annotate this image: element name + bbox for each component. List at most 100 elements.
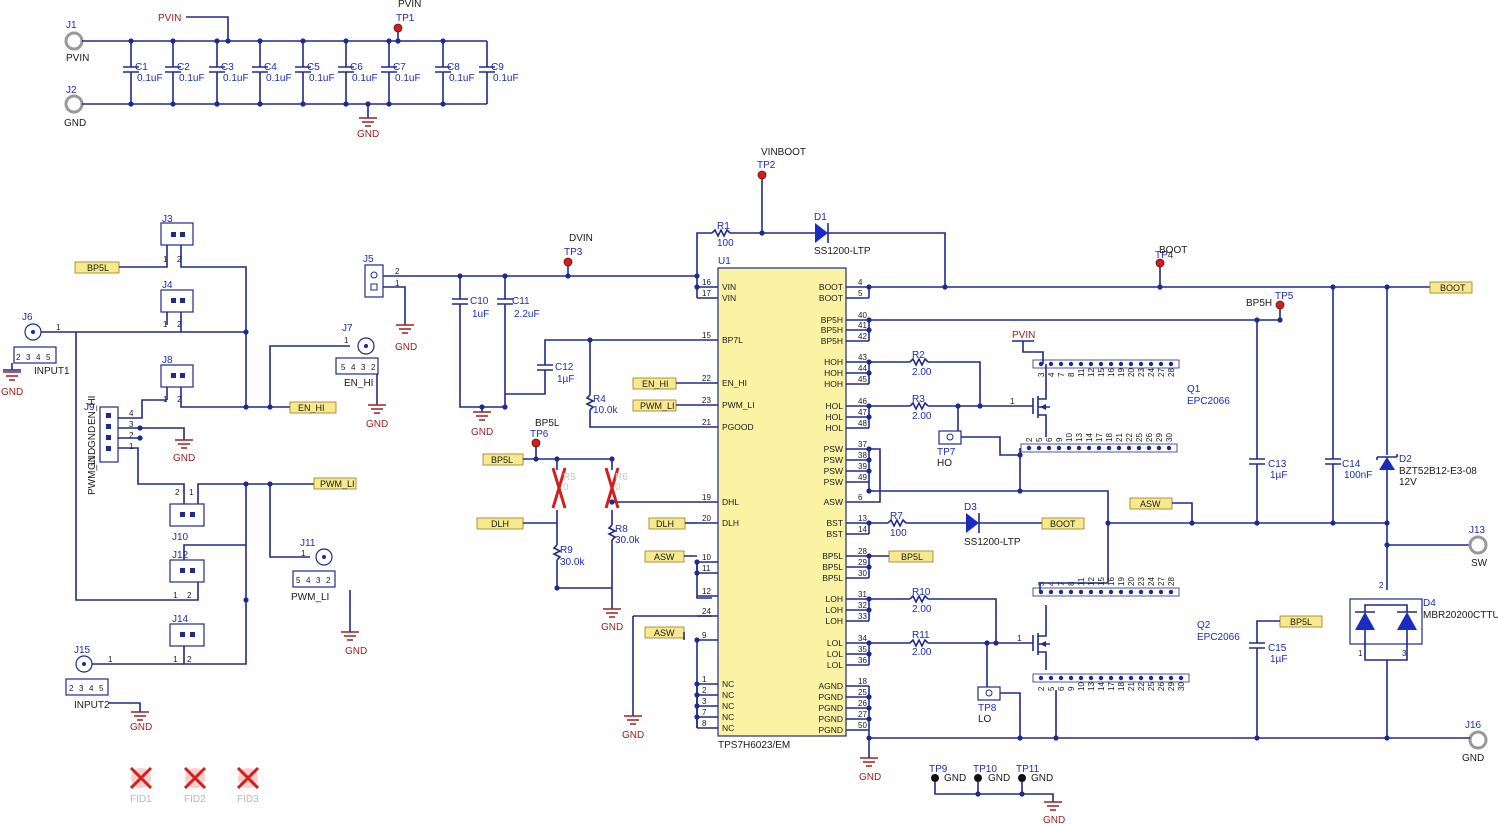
boot-flag-right — [1429, 281, 1473, 294]
pin-number: 42 — [858, 332, 867, 341]
pin-num: 23 — [1137, 577, 1146, 586]
junction-dot — [866, 520, 872, 526]
boot-flag-right-text: BOOT — [1440, 283, 1466, 293]
tp9-point[interactable] — [931, 774, 939, 782]
c13-ref: C13 — [1268, 459, 1287, 470]
tp10-point[interactable] — [974, 774, 982, 782]
j6-pin5: 5 — [46, 353, 51, 362]
junction-dot — [243, 481, 249, 487]
j5-gnd-symbol — [396, 324, 414, 334]
j3-header[interactable] — [160, 222, 194, 246]
pin-num: 27 — [1157, 368, 1166, 377]
j9-label-en-hi: EN_HI — [87, 396, 98, 425]
driver-ic-section: J5 2 1 GND C10 1uF C11 2.2uF GND TP3 DVI… — [363, 147, 946, 783]
j10-header[interactable] — [169, 503, 205, 527]
tp7-point[interactable] — [938, 430, 962, 445]
pin-num: 25 — [1135, 433, 1144, 442]
j9-pin2: 2 — [129, 431, 134, 440]
pin-num: 20 — [1127, 368, 1136, 377]
j5-header[interactable] — [364, 264, 384, 298]
j11-pin4: 4 — [306, 576, 311, 585]
j6-ref: J6 — [22, 312, 33, 323]
pin-name: BP5H — [821, 336, 843, 346]
pin-dot — [1078, 589, 1084, 595]
fiducial-fid1: FID1 — [129, 766, 152, 805]
pin-name: PSW — [824, 466, 843, 476]
j1-terminal[interactable] — [64, 31, 84, 51]
pin-name: VIN — [722, 293, 736, 303]
j13-terminal[interactable] — [1468, 535, 1488, 555]
pin-num: 24 — [1147, 368, 1156, 377]
junction-dot — [942, 284, 948, 290]
pin-number: 5 — [858, 289, 863, 298]
j12-header[interactable] — [169, 559, 205, 583]
r7-value: 100 — [890, 528, 907, 539]
junction-dot — [866, 403, 872, 409]
pin-name: BP7L — [722, 335, 743, 345]
j2-terminal[interactable] — [64, 94, 84, 114]
pin-number: 30 — [858, 569, 867, 578]
tp3-point[interactable] — [563, 257, 573, 267]
junction-dot — [1330, 284, 1336, 290]
pin-dot — [1088, 361, 1094, 367]
pin-number: 47 — [858, 408, 867, 417]
pin-number: 28 — [858, 547, 867, 556]
tp11-point[interactable] — [1018, 774, 1026, 782]
capacitor-c6: C60.1uF — [338, 41, 378, 104]
tp9-ref: TP9 — [929, 764, 948, 775]
j9-header[interactable] — [99, 406, 119, 463]
j14-header[interactable] — [169, 623, 205, 647]
j5-gnd-label: GND — [395, 342, 417, 353]
junction-dot — [866, 553, 872, 559]
u1-right-pins: 4BOOT5BOOT40BP5H41BP5H42BP5H43HOH44HOH45… — [818, 278, 870, 738]
cap-ref: C3 — [221, 62, 234, 73]
tp3-ref: TP3 — [564, 247, 583, 258]
j16-terminal[interactable] — [1468, 730, 1488, 750]
junction-dot — [694, 681, 700, 687]
pin-num: 30 — [1177, 682, 1186, 691]
tp5-point[interactable] — [1275, 300, 1285, 310]
pin-dot — [1108, 675, 1114, 681]
pin-dot — [1166, 445, 1172, 451]
q2-ref: Q2 — [1197, 620, 1211, 631]
junction-dot — [866, 735, 872, 741]
pin-name: VIN — [722, 282, 736, 292]
j1-ref: J1 — [66, 20, 77, 31]
pvin-flag-wire — [186, 16, 229, 41]
j5-pin1: 1 — [395, 279, 400, 288]
r10-value: 2.00 — [912, 604, 932, 615]
r5-value: 0 — [563, 482, 569, 493]
j4-header[interactable] — [160, 289, 194, 313]
j16-ref: J16 — [1465, 720, 1482, 731]
tp11-ref: TP11 — [1016, 764, 1040, 775]
j8-header[interactable] — [160, 364, 194, 388]
pin-dot — [1126, 445, 1132, 451]
j6-gnd-wire — [3, 363, 21, 371]
d4-wires — [1355, 604, 1417, 738]
j8-ref: J8 — [162, 355, 173, 366]
tp1-point[interactable] — [393, 23, 403, 33]
tp2-point[interactable] — [757, 170, 767, 180]
tp8-point[interactable] — [977, 686, 1001, 701]
junction-dot — [365, 101, 371, 107]
capacitor-c3: C30.1uF — [209, 41, 249, 104]
pwm-li-flag-text: PWM_LI — [640, 401, 675, 411]
tp6-point[interactable] — [531, 438, 541, 448]
junction-dot — [170, 101, 176, 107]
pin-name: NC — [722, 712, 734, 722]
junction-dot — [502, 404, 508, 410]
u1-pin-9: 9 — [697, 631, 718, 641]
bp5l-flag-c15-text: BP5L — [1290, 617, 1312, 627]
r6-dnp-mark — [604, 467, 620, 509]
pin-dot — [1178, 675, 1184, 681]
pin-dot — [1108, 361, 1114, 367]
